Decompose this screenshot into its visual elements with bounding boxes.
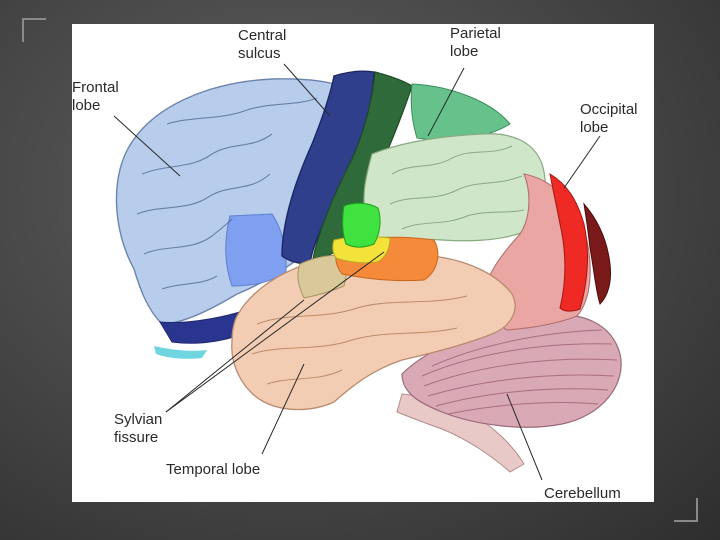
corner-bracket-top-left <box>22 18 46 42</box>
brain-diagram: Frontal lobe Central sulcus Parietal lob… <box>72 24 654 502</box>
corner-bracket-bottom-right <box>674 498 698 522</box>
orbital-strip-cyan <box>154 346 207 359</box>
label-sylvian-fissure: Sylvian fissure <box>114 411 167 446</box>
leader-occipital <box>564 136 600 188</box>
label-temporal-lobe: Temporal lobe <box>166 461 260 478</box>
label-occipital-lobe: Occipital lobe <box>580 101 642 136</box>
label-frontal-lobe: Frontal lobe <box>72 79 123 114</box>
broca-area <box>343 203 380 247</box>
label-central-sulcus: Central sulcus <box>238 27 291 62</box>
parietal-lobe <box>364 134 545 242</box>
premotor-patch <box>226 214 286 286</box>
label-parietal-lobe: Parietal lobe <box>450 25 505 60</box>
label-cerebellum: Cerebellum <box>544 485 621 502</box>
parietal-top <box>411 84 510 141</box>
brain-diagram-panel: Frontal lobe Central sulcus Parietal lob… <box>72 24 654 502</box>
